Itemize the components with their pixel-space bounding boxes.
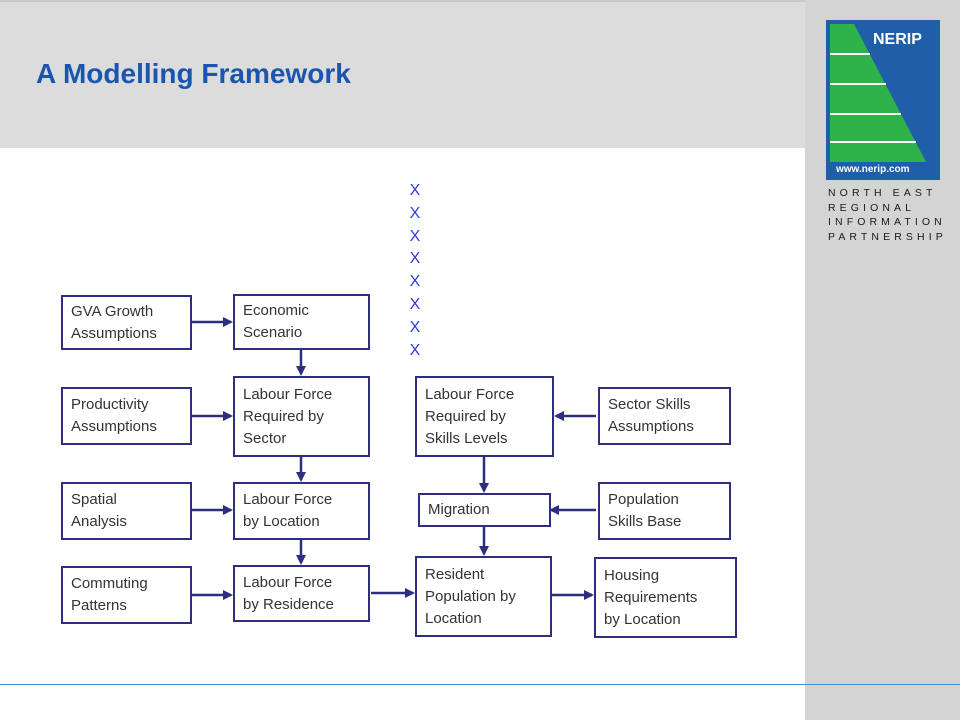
x-mark: X (409, 273, 421, 291)
x-mark: X (409, 204, 421, 222)
logo-tagline: NORTH EAST REGIONAL INFORMATION PARTNERS… (828, 186, 944, 244)
logo-tagline-line: NORTH EAST (828, 187, 937, 199)
logo-tagline-line: INFORMATION (828, 216, 946, 228)
migration-box: Migration (418, 493, 551, 527)
sector-skills-assumptions-box: Sector Skills Assumptions (598, 387, 731, 445)
logo-tagline-line: PARTNERSHIP (828, 230, 947, 243)
productivity-assumptions-box: Productivity Assumptions (61, 387, 192, 445)
logo-green-triangle (830, 24, 926, 162)
housing-requirements-box: Housing Requirements by Location (594, 557, 737, 638)
x-mark: X (409, 182, 421, 199)
x-marks-column: X X X X X X X X (404, 180, 426, 362)
footer-line (0, 684, 960, 685)
commuting-patterns-box: Commuting Patterns (61, 566, 192, 624)
page-title: A Modelling Framework (36, 58, 351, 89)
logo-tagline-line: REGIONAL (828, 201, 916, 214)
economic-scenario-box: Economic Scenario (233, 294, 370, 350)
gva-growth-assumptions-box: GVA Growth Assumptions (61, 295, 192, 350)
nerip-logo-graphic: NERIP www.nerip.com (830, 24, 926, 175)
nerip-logo: NERIP www.nerip.com (826, 20, 940, 180)
header-top-line (0, 0, 805, 2)
spatial-analysis-box: Spatial Analysis (61, 482, 192, 540)
lf-by-location-box: Labour Force by Location (233, 482, 370, 540)
logo-name: NERIP (873, 31, 922, 48)
lf-required-by-sector-box: Labour Force Required by Sector (233, 376, 370, 457)
x-mark: X (409, 318, 421, 336)
population-skills-base-box: Population Skills Base (598, 482, 731, 540)
lf-required-by-skills-box: Labour Force Required by Skills Levels (415, 376, 554, 457)
logo-url: www.nerip.com (835, 164, 910, 175)
header-band (0, 0, 805, 148)
x-mark: X (409, 227, 421, 245)
x-mark: X (409, 250, 421, 268)
lf-by-residence-box: Labour Force by Residence (233, 565, 370, 622)
resident-population-box: Resident Population by Location (415, 556, 552, 637)
x-mark: X (409, 295, 421, 313)
x-mark: X (409, 341, 421, 359)
